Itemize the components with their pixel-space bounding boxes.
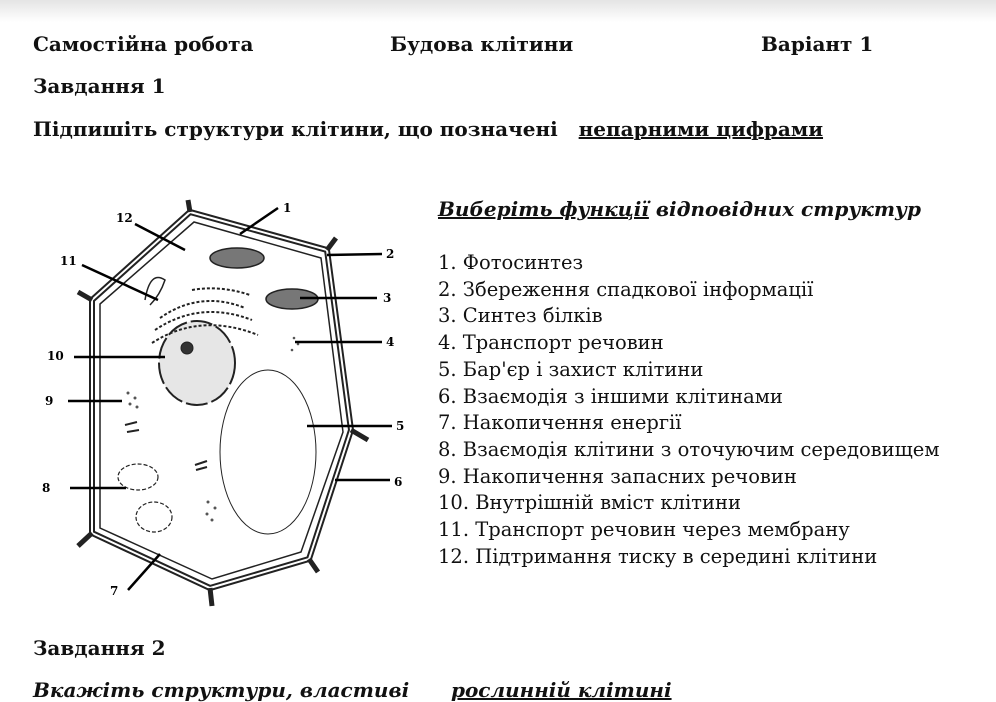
functions-title-b: відповідних структур — [648, 197, 921, 221]
label-12: 12 — [116, 211, 133, 225]
cell-wall — [89, 208, 355, 592]
list-item: 12. Підтримання тиску в середині клітини — [438, 544, 878, 568]
list-item: 2. Збереження спадкової інформації — [438, 277, 814, 301]
task2-title: Завдання 2 — [33, 636, 166, 660]
task2-emphasis: рослинній клітині — [450, 678, 672, 702]
header-left: Самостійна робота — [33, 32, 254, 56]
list-item: 1. Фотосинтез — [438, 251, 584, 274]
header-center: Будова клітини — [390, 32, 574, 56]
label-8: 8 — [42, 481, 50, 495]
task1-title: Завдання 1 — [33, 74, 166, 98]
list-item: 8. Взаємодія клітини з оточуючим середов… — [438, 437, 940, 461]
task2-instruction: Вкажіть структури, властиві рослинній кл… — [33, 678, 672, 702]
functions-list: 1. Фотосинтез 2. Збереження спадкової ін… — [438, 250, 940, 570]
label-1: 1 — [283, 201, 291, 215]
list-item: 7. Накопичення енергії — [438, 411, 682, 435]
header-right: Варіант 1 — [761, 32, 874, 56]
label-6: 6 — [394, 475, 402, 489]
list-item: 4. Транспорт речовин — [438, 331, 664, 355]
label-3: 3 — [383, 291, 391, 305]
plant-cell-diagram: 1 2 3 4 5 6 7 8 9 10 11 12 — [42, 199, 404, 607]
label-7: 7 — [110, 584, 118, 598]
functions-title: Виберіть функції відповідних структур — [438, 197, 921, 221]
label-10: 10 — [47, 349, 64, 363]
label-11: 11 — [60, 254, 77, 268]
top-shadow — [0, 0, 996, 22]
chloroplast — [209, 247, 265, 269]
vacuole — [219, 369, 317, 535]
list-item: 6. Взаємодія з іншими клітинами — [438, 384, 783, 408]
list-item: 10. Внутрішній вміст клітини — [438, 491, 741, 515]
list-item: 11. Транспорт речовин через мембрану — [438, 518, 850, 542]
list-item: 3. Синтез білків — [438, 304, 603, 328]
task1-instruction: Підпишіть структури клітини, що позначен… — [33, 117, 823, 141]
cell-membrane — [99, 221, 344, 580]
label-5: 5 — [396, 419, 404, 433]
functions-title-a: Виберіть функції — [438, 197, 649, 221]
mitochondrion — [135, 501, 173, 533]
task2-text: Вкажіть структури, властиві — [33, 678, 410, 702]
nucleus — [158, 320, 236, 406]
label-9: 9 — [45, 394, 53, 408]
label-2: 2 — [386, 247, 394, 261]
list-item: 5. Бар'єр і захист клітини — [438, 357, 704, 381]
instruction-emphasis: непарними цифрами — [578, 117, 824, 141]
label-4: 4 — [386, 335, 394, 349]
instruction-text: Підпишіть структури клітини, що позначен… — [33, 117, 558, 141]
mitochondrion — [117, 463, 159, 491]
list-item: 9. Накопичення запасних речовин — [438, 464, 797, 488]
